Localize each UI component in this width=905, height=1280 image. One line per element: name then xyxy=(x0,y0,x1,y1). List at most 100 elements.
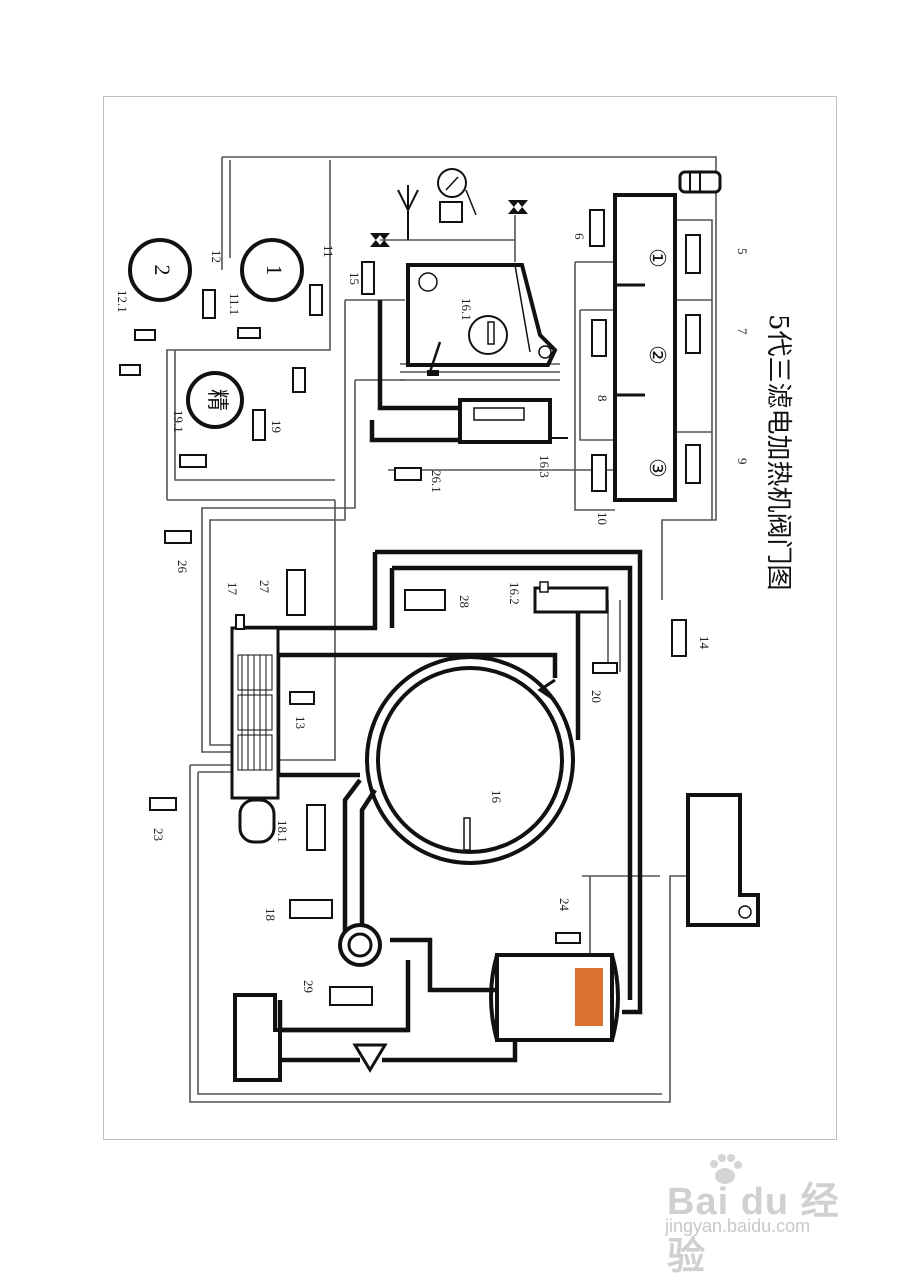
valve-12-1b xyxy=(119,364,141,376)
valve-10 xyxy=(591,454,607,492)
filter-vessel xyxy=(489,953,620,1042)
chamber-2-label: ② xyxy=(645,345,670,365)
valve-7 xyxy=(685,314,701,354)
label-12-1: 12.1 xyxy=(115,290,130,313)
valve-18-1 xyxy=(306,804,326,851)
label-26: 26 xyxy=(175,560,190,574)
pipe-16-2 xyxy=(607,600,621,672)
chamber-3-label: ③ xyxy=(645,458,670,478)
label-12: 12 xyxy=(209,250,224,263)
pipe-inner-right xyxy=(392,565,633,1000)
tank-29-body xyxy=(233,993,282,1082)
valve-labels: 5 6 7 8 9 10 11 11.1 12 12.1 13 14 15 16… xyxy=(115,233,750,993)
watermark-brand: Bai du 经验 xyxy=(667,1181,840,1278)
label-27: 27 xyxy=(257,580,272,594)
pipe-main-left xyxy=(275,655,360,778)
tank-29 xyxy=(233,993,388,1082)
valve-29 xyxy=(329,986,373,1006)
pipe-bottom-loop xyxy=(189,764,690,1103)
pressure-switch-icon xyxy=(439,201,463,223)
label-16-3: 16.3 xyxy=(537,455,552,478)
baidu-watermark: Bai du 经验 jingyan.baidu.com xyxy=(627,1150,847,1278)
pipe-16-3b xyxy=(369,420,460,443)
drum-outer xyxy=(365,655,575,865)
pipe-outer-top xyxy=(236,552,378,631)
label-17: 17 xyxy=(225,582,240,596)
label-24: 24 xyxy=(557,898,572,912)
external-tank-body xyxy=(686,793,760,927)
label-16-2: 16.2 xyxy=(507,582,522,605)
pipe-chamber-left xyxy=(574,261,615,511)
label-23: 23 xyxy=(151,828,166,841)
label-15: 15 xyxy=(347,272,362,285)
label-20: 20 xyxy=(589,690,604,703)
label-26-1: 26.1 xyxy=(429,470,444,493)
tank-16-1-drum xyxy=(468,315,508,355)
valve-5 xyxy=(685,234,701,274)
hand-valve-right-icon xyxy=(508,200,528,214)
pipe-24 xyxy=(582,875,660,960)
fine-tank-label: 精 xyxy=(205,389,230,411)
label-7: 7 xyxy=(735,328,750,335)
pipe-outer-right xyxy=(375,549,643,1015)
motor-fins-3 xyxy=(237,734,273,771)
label-16-1: 16.1 xyxy=(459,298,474,321)
valve-28 xyxy=(404,589,446,611)
tank-16-2-cap xyxy=(539,581,549,593)
valve-11 xyxy=(309,284,323,316)
diagram-frame xyxy=(103,96,837,1140)
valve-6 xyxy=(589,209,605,247)
pipe-pump-filter xyxy=(390,937,495,993)
label-19: 19 xyxy=(269,420,284,433)
vessel-16-3-piston xyxy=(473,407,525,421)
pipe-to-pump2 xyxy=(359,788,377,930)
label-10: 10 xyxy=(595,512,610,525)
gauge-line xyxy=(465,189,477,216)
tank-1-label: 1 xyxy=(262,265,287,276)
valve-26-1 xyxy=(394,467,422,481)
pipe-mid-c xyxy=(174,350,335,481)
label-13: 13 xyxy=(293,716,308,729)
filter-tank-2 xyxy=(128,238,192,302)
tank-16-1-port xyxy=(418,272,438,292)
valve-8 xyxy=(591,319,607,357)
hand-valve-left-icon xyxy=(370,233,390,247)
valve-18 xyxy=(289,899,333,919)
pump-impeller xyxy=(347,932,373,958)
tank-16-1-body xyxy=(406,263,558,367)
external-tank xyxy=(686,793,760,927)
drum-inner xyxy=(376,666,564,854)
gauge-cluster xyxy=(370,168,528,247)
drum-level-gauge xyxy=(463,817,471,851)
external-tank-fan-icon xyxy=(738,905,752,919)
tank-16-1-wall xyxy=(514,264,531,353)
pipe-left-loop xyxy=(209,299,405,746)
watermark-url: jingyan.baidu.com xyxy=(665,1216,811,1236)
gauge-needle xyxy=(445,176,459,191)
vessel-16-3 xyxy=(458,398,568,444)
label-14: 14 xyxy=(697,636,712,650)
label-29: 29 xyxy=(301,980,316,993)
electric-heater xyxy=(575,968,603,1026)
motor-17 xyxy=(230,626,280,844)
pipe-top-right xyxy=(222,156,717,600)
pump-18 xyxy=(338,923,382,967)
chamber-1-label: ① xyxy=(645,248,670,268)
tank-16-1-level xyxy=(487,321,495,345)
label-11-1: 11.1 xyxy=(227,293,242,315)
valve-15 xyxy=(361,261,375,295)
tank-16-1-fan-icon xyxy=(538,345,552,359)
label-9: 9 xyxy=(735,458,750,465)
valve-17 xyxy=(235,614,245,630)
motor-fins-1 xyxy=(237,654,273,691)
label-5: 5 xyxy=(735,248,750,255)
paw-logo-icon xyxy=(710,1154,742,1184)
pipe-chamber-left2 xyxy=(579,309,615,441)
label-11: 11 xyxy=(321,245,336,258)
valve-9 xyxy=(685,444,701,484)
label-8: 8 xyxy=(595,395,610,402)
filter-vessel-cap-left xyxy=(489,954,499,1041)
valve-20 xyxy=(592,662,618,674)
